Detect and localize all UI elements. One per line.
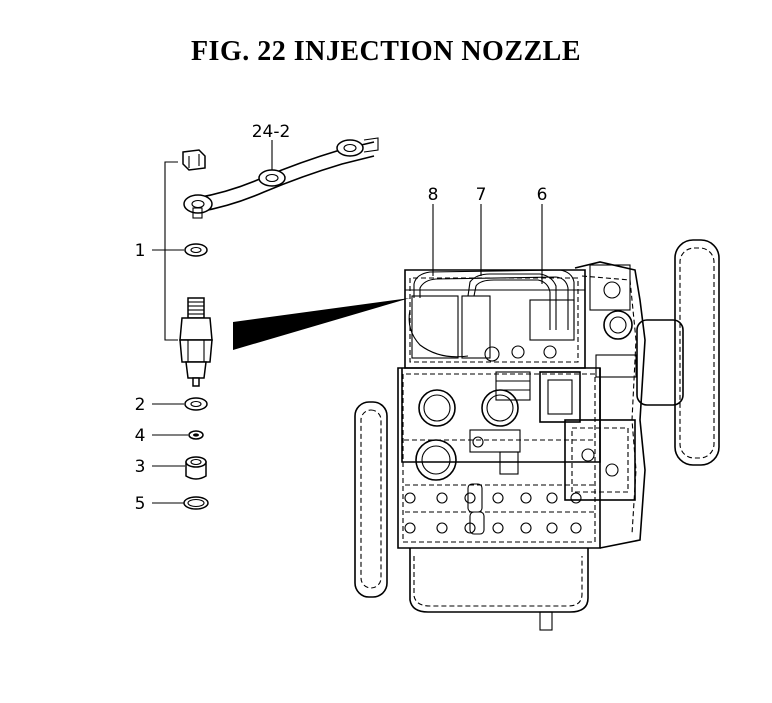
hex-nut [182,149,206,171]
callout-8: 8 [428,185,439,205]
callout-24-2: 24-2 [252,122,291,142]
cylinder-head [404,269,586,369]
crank-pulley [354,401,388,598]
callout-2: 2 [135,395,146,415]
part-1-gasket [184,243,208,257]
flywheel [636,239,720,466]
part-3-sleeve [185,456,207,480]
injection-nozzle [179,297,213,387]
oil-pan [409,548,589,613]
part-2-washer [184,397,208,411]
callout-5: 5 [135,494,146,514]
injection-pipes-on-engine [408,269,575,358]
engine-drawing [354,204,720,631]
gear-case [564,261,646,549]
callout-4: 4 [135,426,146,446]
callout-6: 6 [537,185,548,205]
page-title: FIG. 22 INJECTION NOZZLE [190,36,582,67]
assembly-bracket [164,161,178,341]
cylinder-block [401,368,601,481]
callout-7: 7 [476,185,487,205]
injection-pipe [183,137,379,219]
callout-1: 1 [135,241,146,261]
detail-pointer [233,298,410,350]
callout-3: 3 [135,457,146,477]
